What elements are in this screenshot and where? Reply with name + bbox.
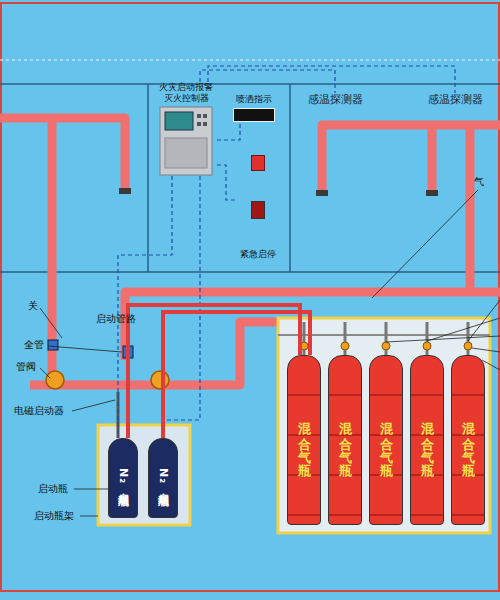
panel-button bbox=[197, 114, 201, 118]
hose bbox=[162, 392, 165, 438]
part-label: 启动瓶 bbox=[38, 483, 68, 495]
rack-bar bbox=[278, 334, 490, 336]
leader-line bbox=[372, 190, 478, 298]
node-text: 火灾启动报警 灭火控制器 bbox=[155, 82, 217, 104]
agent-cylinder: 混合气瓶 bbox=[287, 355, 321, 525]
emergency-station: 紧急启停 bbox=[236, 155, 280, 260]
leader-line bbox=[48, 346, 122, 352]
spray-indicator: 喷洒指示 bbox=[228, 94, 280, 122]
pipe bbox=[428, 125, 437, 190]
agent-cylinder: 混合气瓶 bbox=[369, 355, 403, 525]
panel-screen bbox=[165, 112, 193, 130]
nitrogen-cylinder: N₂启动瓶 bbox=[148, 438, 178, 518]
agent-cylinder: 混合气瓶 bbox=[451, 355, 485, 525]
signal-wire bbox=[163, 176, 200, 438]
part-label: 关 bbox=[28, 300, 38, 312]
node-text: 混合气瓶 bbox=[461, 412, 475, 468]
signal-wire bbox=[118, 176, 172, 438]
cylinder-hoses bbox=[304, 322, 468, 355]
detector-label: 感温探测器 bbox=[420, 93, 490, 107]
safety-valve bbox=[123, 346, 133, 358]
leader-line bbox=[472, 348, 500, 352]
nozzle bbox=[119, 188, 131, 194]
leader-line bbox=[40, 308, 62, 338]
cylinder-rack bbox=[98, 425, 190, 525]
part-label: 全管 bbox=[24, 339, 44, 351]
signal-wire bbox=[217, 122, 240, 140]
control-panel-box: 火灾启动报警 灭火控制器 bbox=[155, 82, 217, 176]
detector-label: 感温探测器 bbox=[300, 93, 370, 107]
gas-pipes bbox=[0, 118, 500, 385]
pressure-switch bbox=[48, 340, 58, 350]
signal-wire bbox=[217, 165, 236, 200]
node-text: 混合气瓶 bbox=[420, 412, 434, 468]
panel-door bbox=[165, 138, 207, 168]
solenoid-hoses bbox=[118, 392, 163, 438]
signal-wire bbox=[200, 70, 335, 93]
node-text: 混合气瓶 bbox=[297, 412, 311, 468]
valve bbox=[341, 342, 349, 350]
nozzle bbox=[426, 190, 438, 196]
start-pipe bbox=[128, 305, 300, 438]
leader-line bbox=[386, 336, 500, 342]
nozzle bbox=[316, 190, 328, 196]
valve bbox=[382, 342, 390, 350]
leader-line bbox=[468, 300, 500, 341]
cylinder-rack bbox=[278, 318, 490, 533]
emergency-button bbox=[251, 201, 265, 219]
room-wall bbox=[289, 84, 291, 272]
frame-border bbox=[1, 3, 499, 591]
valve bbox=[423, 342, 431, 350]
alarm-bell bbox=[251, 155, 265, 171]
node-text: N₂启动瓶 bbox=[118, 468, 129, 487]
leader-line bbox=[40, 368, 50, 378]
cylinder-valves bbox=[300, 342, 472, 350]
part-label: 启动瓶架 bbox=[34, 510, 74, 522]
room-wall bbox=[147, 84, 149, 272]
node-text: 感温探测器 bbox=[300, 93, 370, 107]
agent-cylinder: 混合气瓶 bbox=[410, 355, 444, 525]
nozzles bbox=[119, 188, 438, 196]
room-wall bbox=[0, 83, 500, 85]
part-label: 启动管路 bbox=[96, 313, 136, 325]
panel-body bbox=[160, 107, 212, 175]
part-label: 电磁启动器 bbox=[14, 405, 64, 417]
node-text: 混合气瓶 bbox=[338, 412, 352, 468]
panel-button bbox=[203, 114, 207, 118]
node-text: 感温探测器 bbox=[420, 93, 490, 107]
selector-valve bbox=[46, 371, 64, 389]
node-text: 紧急启停 bbox=[240, 249, 276, 260]
control-panel bbox=[159, 106, 213, 176]
part-label: 气 bbox=[474, 176, 484, 188]
hose bbox=[117, 392, 120, 438]
valve bbox=[464, 342, 472, 350]
node-text: 喷洒指示 bbox=[228, 94, 280, 105]
room-floor bbox=[0, 271, 500, 273]
indicator-lamp bbox=[233, 108, 275, 122]
signal-wire bbox=[208, 66, 455, 93]
node-text: 混合气瓶 bbox=[379, 412, 393, 468]
pipe bbox=[466, 125, 475, 292]
pipe bbox=[0, 118, 125, 188]
part-label: 管阀 bbox=[16, 361, 36, 373]
agent-cylinder: 混合气瓶 bbox=[328, 355, 362, 525]
leader-line bbox=[80, 516, 98, 517]
leader-line bbox=[72, 400, 115, 411]
node-text: N₂启动瓶 bbox=[158, 468, 169, 487]
ceiling-line bbox=[0, 60, 500, 61]
panel-button bbox=[197, 122, 201, 126]
panel-button bbox=[203, 122, 207, 126]
leader-line bbox=[74, 489, 108, 490]
selector-valve bbox=[151, 371, 169, 389]
nitrogen-cylinder: N₂启动瓶 bbox=[108, 438, 138, 518]
valve bbox=[300, 342, 308, 350]
